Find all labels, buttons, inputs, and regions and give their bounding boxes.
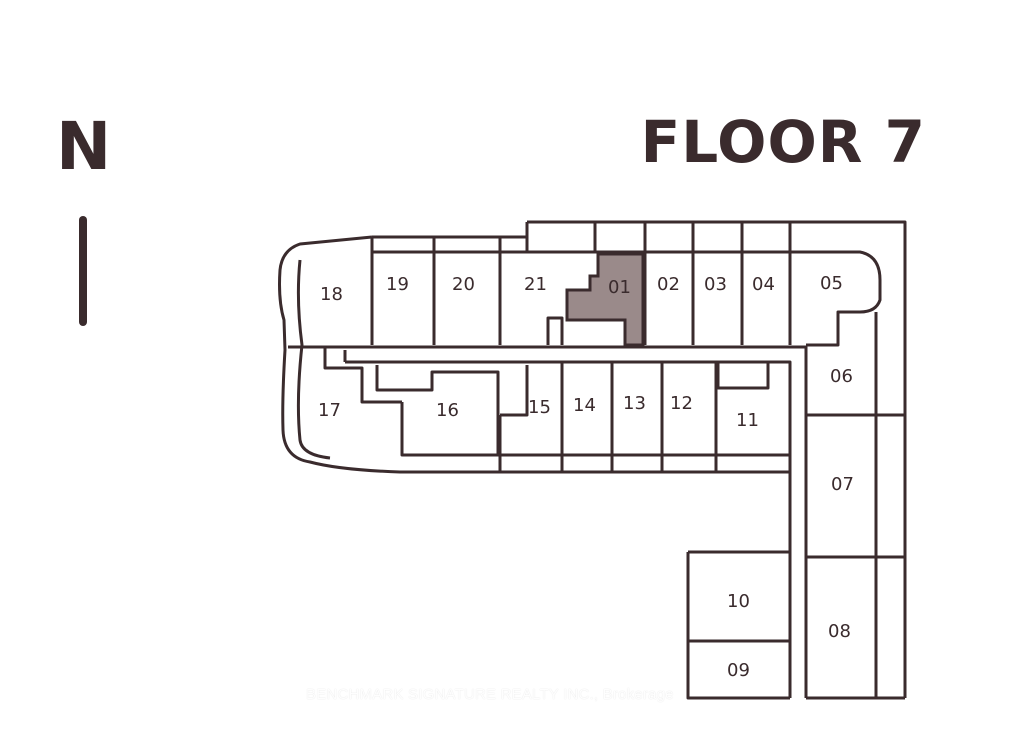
unit-label-10: 10 (727, 591, 750, 612)
unit-label-04: 04 (752, 274, 775, 295)
unit-label-11: 11 (736, 410, 759, 431)
unit-label-17: 17 (318, 400, 341, 421)
unit-01-highlight (565, 252, 645, 347)
unit-label-02: 02 (657, 274, 680, 295)
unit-label-09: 09 (727, 660, 750, 681)
unit-label-19: 19 (386, 274, 409, 295)
unit-label-15: 15 (528, 397, 551, 418)
unit-label-12: 12 (670, 393, 693, 414)
unit-label-06: 06 (830, 366, 853, 387)
unit-label-01: 01 (608, 277, 631, 298)
unit-label-20: 20 (452, 274, 475, 295)
building-inner-outline (296, 259, 331, 460)
unit-label-14: 14 (573, 395, 596, 416)
unit-label-21: 21 (524, 274, 547, 295)
unit-label-08: 08 (828, 621, 851, 642)
unit-label-05: 05 (820, 273, 843, 294)
watermark: BENCHMARK SIGNATURE REALTY INC., Brokera… (306, 686, 674, 703)
building-outline-west (278, 235, 790, 474)
floor-title: FLOOR 7 (640, 108, 926, 176)
unit-label-07: 07 (831, 474, 854, 495)
unit-label-18: 18 (320, 284, 343, 305)
unit-label-03: 03 (704, 274, 727, 295)
unit-label-13: 13 (623, 393, 646, 414)
north-arrow-label: N (56, 108, 112, 185)
north-arrow-icon (79, 216, 87, 326)
unit-label-16: 16 (436, 400, 459, 421)
